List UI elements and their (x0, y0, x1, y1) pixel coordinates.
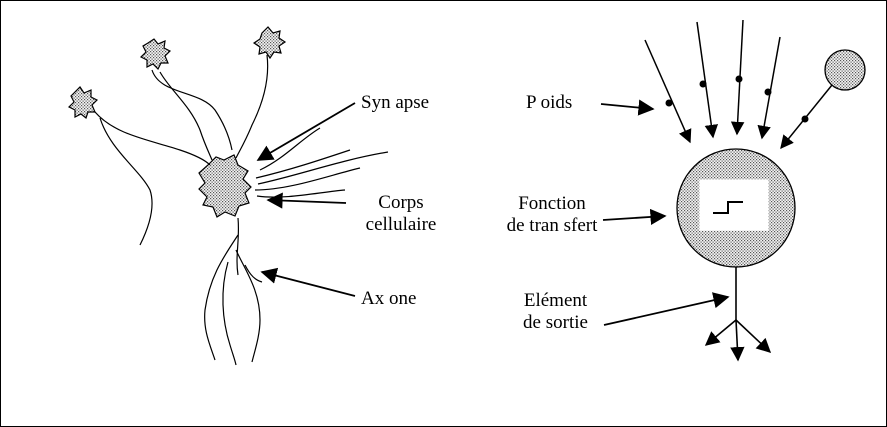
element-label-line2: de sortie (508, 312, 603, 334)
weight-dots (666, 76, 809, 123)
corps-label-line2: cellulaire (356, 214, 446, 236)
poids-label: P oids (526, 92, 572, 114)
input-connections (645, 20, 832, 148)
fonction-label-line2: de tran sfert (496, 215, 608, 237)
fonction-label-line1: Fonction (496, 193, 608, 215)
output-branches (706, 267, 770, 360)
dendrite-cell-3 (69, 87, 97, 118)
dendrite-cell-1 (141, 39, 170, 69)
corps-label-line1: Corps (356, 192, 446, 214)
corps-cellulaire-label: Corps cellulaire (356, 192, 446, 236)
fonction-transfert-label: Fonction de tran sfert (496, 193, 608, 237)
element-sortie-label: Elément de sortie (508, 290, 603, 334)
input-node (825, 50, 865, 90)
dendrite-cell-2 (254, 27, 285, 58)
synapse-label: Syn apse (361, 92, 429, 114)
axone-label: Ax one (361, 288, 416, 310)
element-label-line1: Elément (508, 290, 603, 312)
neuron-arrows (258, 103, 355, 296)
cell-body (199, 155, 251, 217)
transfer-function-box (700, 180, 768, 230)
biological-neuron (69, 27, 388, 365)
